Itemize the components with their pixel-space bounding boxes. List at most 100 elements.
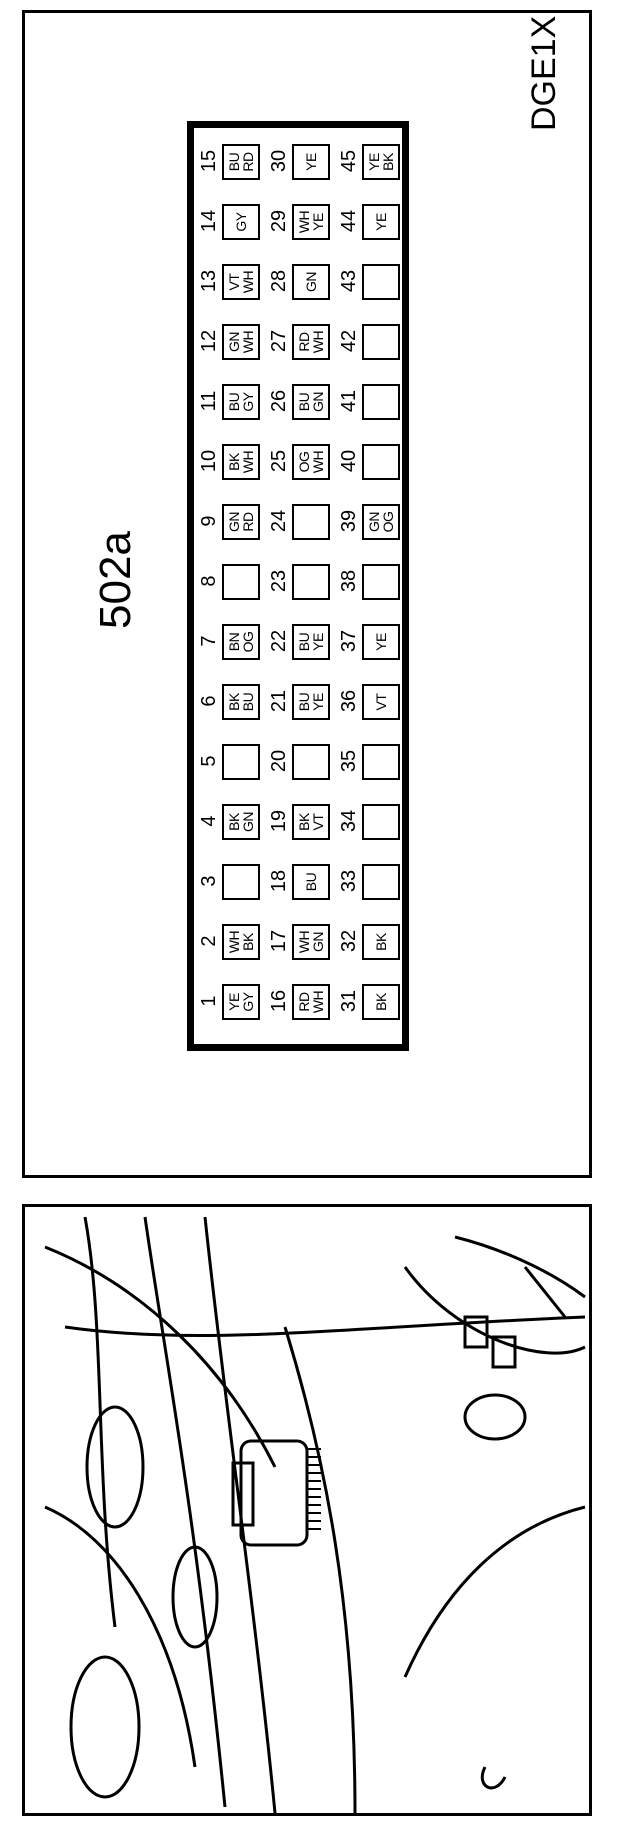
pin-number: 12	[198, 329, 220, 353]
pin-wire-color-box	[362, 324, 400, 360]
pin-20: 20	[268, 730, 336, 792]
pin-wire-color-box	[292, 564, 330, 600]
pin-37: 37 YE	[338, 610, 406, 672]
pin-wire-color-box	[292, 504, 330, 540]
pin-43: 43	[338, 250, 406, 312]
wire-color-code: GN	[310, 392, 326, 412]
wire-color-code: GN	[303, 272, 319, 292]
wire-color-code: OG	[296, 451, 312, 473]
pin-32: 32 BK	[338, 910, 406, 972]
pin-number: 13	[198, 269, 220, 293]
pin-wire-color-box: YE	[362, 204, 400, 240]
wire-color-code: VT	[373, 693, 389, 711]
wire-color-code: GN	[310, 932, 326, 952]
pin-number: 28	[268, 269, 290, 293]
wire-color-code: WH	[310, 330, 326, 354]
wire-color-code: BK	[226, 813, 242, 831]
connector-id-label: 502a	[91, 531, 140, 629]
wire-color-code: WH	[240, 450, 256, 474]
pin-wire-color-box	[362, 564, 400, 600]
pin-wire-color-box: GN	[292, 264, 330, 300]
wire-color-code: RD	[240, 512, 256, 532]
wire-color-code: RD	[296, 332, 312, 352]
pin-wire-color-box: VT	[362, 684, 400, 720]
wire-color-code: WH	[310, 990, 326, 1014]
wire-color-code: BK	[226, 693, 242, 711]
pin-number: 25	[268, 449, 290, 473]
wire-color-code: BK	[240, 933, 256, 951]
pin-wire-color-box: BK	[362, 984, 400, 1020]
pin-41: 41	[338, 370, 406, 432]
wire-color-code: BU	[296, 632, 312, 652]
pin-28: 28 GN	[268, 250, 336, 312]
wire-color-code: YE	[373, 213, 389, 231]
wire-color-code: BU	[226, 152, 242, 172]
pin-wire-color-box	[362, 444, 400, 480]
pin-35: 35	[338, 730, 406, 792]
wire-color-code: YE	[366, 153, 382, 171]
pin-36: 36 VT	[338, 670, 406, 732]
pin-38: 38	[338, 550, 406, 612]
pin-number: 34	[338, 809, 360, 833]
wire-color-code: OG	[240, 631, 256, 653]
pin-number: 23	[268, 569, 290, 593]
pin-number: 40	[338, 449, 360, 473]
pin-number: 17	[268, 929, 290, 953]
wire-color-code: VT	[226, 273, 242, 291]
pin-number: 35	[338, 749, 360, 773]
pin-wire-color-box	[292, 744, 330, 780]
pin-number: 36	[338, 689, 360, 713]
pin-number: 38	[338, 569, 360, 593]
pin-number: 7	[198, 635, 220, 647]
wire-color-code: YE	[310, 693, 326, 711]
wire-color-code: YE	[373, 633, 389, 651]
pin-wire-color-box	[362, 864, 400, 900]
wire-color-code: YE	[226, 993, 242, 1011]
pin-wire-color-box	[362, 804, 400, 840]
wire-color-code: BK	[296, 813, 312, 831]
pin-number: 37	[338, 629, 360, 653]
pin-number: 32	[338, 929, 360, 953]
wire-color-code: BK	[226, 453, 242, 471]
wire-color-code: OG	[380, 511, 396, 533]
pin-40: 40	[338, 430, 406, 492]
pin-number: 3	[198, 875, 220, 887]
pin-number: 31	[338, 989, 360, 1013]
wire-color-code: BK	[373, 933, 389, 951]
wire-color-code: YE	[303, 153, 319, 171]
pin-wire-color-box	[222, 744, 260, 780]
pin-number: 19	[268, 809, 290, 833]
